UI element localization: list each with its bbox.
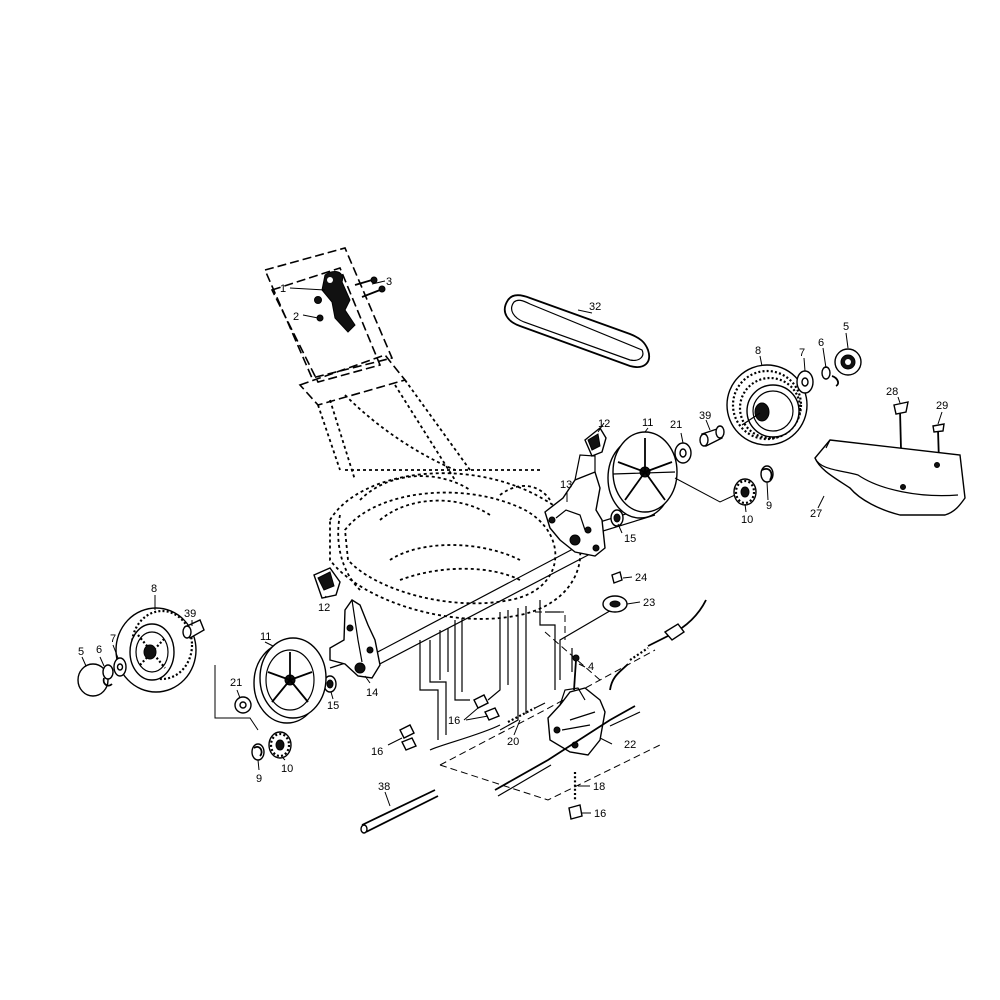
callout-29: 29 (936, 400, 948, 412)
callout-6a: 6 (818, 337, 824, 349)
callout-28: 28 (886, 386, 898, 398)
callout-14: 14 (366, 687, 378, 699)
callout-13: 13 (560, 479, 572, 491)
callout-16a: 16 (448, 715, 460, 727)
callout-22: 22 (624, 739, 636, 751)
callout-16b: 16 (371, 746, 383, 758)
drive-belt (503, 294, 650, 368)
callout-11b: 11 (260, 631, 271, 643)
phantom-handle-outline (263, 247, 540, 481)
callout-5a: 5 (843, 321, 849, 333)
callout-8a: 8 (755, 345, 761, 357)
callout-10b: 10 (281, 763, 293, 775)
callout-18: 18 (593, 781, 605, 793)
callout-21b: 21 (230, 677, 242, 689)
leader-lines (81, 280, 943, 814)
left-drive-assembly (214, 567, 381, 761)
callout-12b: 12 (318, 602, 330, 614)
callout-labels: 1 2 3 32 5 6 7 8 28 29 12 11 21 39 13 15… (78, 276, 948, 820)
callout-16c: 16 (594, 808, 606, 820)
callout-27: 27 (810, 508, 822, 520)
callout-10a: 10 (741, 514, 753, 526)
callout-3: 3 (386, 276, 392, 288)
callout-7a: 7 (799, 347, 805, 359)
callout-39a: 39 (699, 410, 711, 422)
transmission-assembly (360, 571, 707, 834)
callout-38: 38 (378, 781, 390, 793)
left-washers (77, 619, 205, 697)
callout-12a: 12 (598, 418, 610, 430)
rear-flap-assembly (814, 401, 966, 516)
callout-15b: 15 (327, 700, 339, 712)
wheel-right (726, 364, 808, 446)
callout-24: 24 (635, 572, 647, 584)
callout-39b: 39 (184, 608, 196, 620)
callout-4: 4 (588, 661, 594, 673)
callout-7b: 7 (110, 633, 116, 645)
callout-8b: 8 (151, 583, 157, 595)
right-drive-assembly (544, 425, 774, 557)
callout-11a: 11 (642, 417, 653, 429)
callout-23: 23 (643, 597, 655, 609)
cable-bracket-assembly (314, 271, 386, 333)
callout-20: 20 (507, 736, 519, 748)
callout-9a: 9 (766, 500, 772, 512)
callout-32: 32 (589, 301, 601, 313)
right-washers (796, 348, 862, 394)
callout-5b: 5 (78, 646, 84, 658)
callout-6b: 6 (96, 644, 102, 656)
callout-1: 1 (280, 283, 286, 295)
callout-15a: 15 (624, 533, 636, 545)
phantom-deck-outline (329, 472, 582, 620)
callout-2: 2 (293, 311, 299, 323)
wheel-left (115, 607, 197, 693)
callout-9b: 9 (256, 773, 262, 785)
callout-21a: 21 (670, 419, 682, 431)
